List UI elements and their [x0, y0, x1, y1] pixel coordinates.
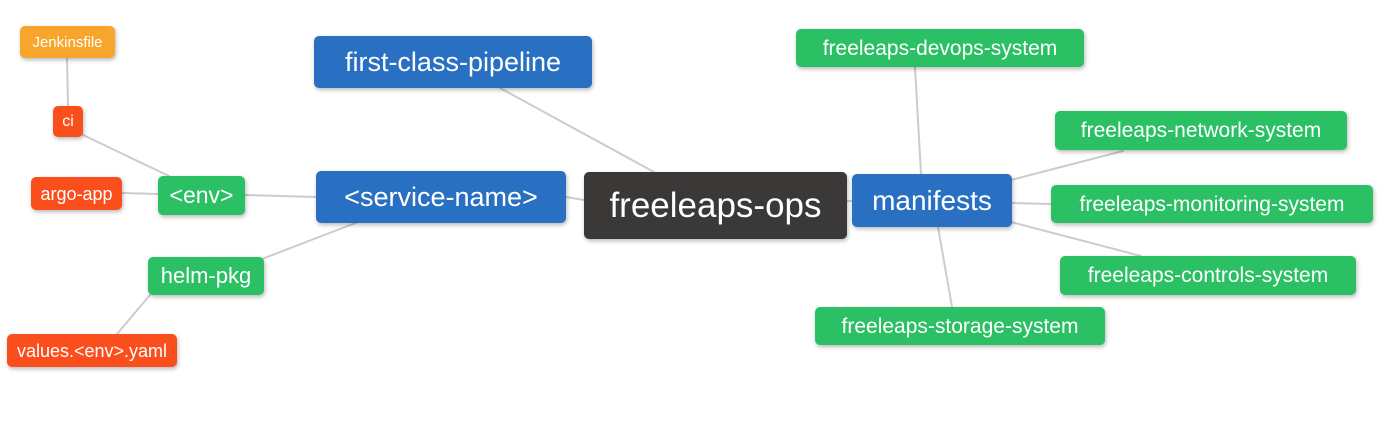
- edge-manifests-freeleaps-monitoring-system: [1011, 202, 1052, 205]
- edge-env-service-name: [244, 194, 317, 198]
- edge-manifests-freeleaps-storage-system: [937, 226, 953, 308]
- edge-first-class-pipeline-freeleaps-ops: [499, 87, 655, 173]
- node-jenkinsfile[interactable]: Jenkinsfile: [20, 26, 115, 58]
- node-freeleaps-ops[interactable]: freeleaps-ops: [584, 172, 847, 239]
- node-freeleaps-storage-system[interactable]: freeleaps-storage-system: [815, 307, 1105, 345]
- node-first-class-pipeline[interactable]: first-class-pipeline: [314, 36, 592, 88]
- node-values-env-yaml[interactable]: values.<env>.yaml: [7, 334, 177, 367]
- node-manifests[interactable]: manifests: [852, 174, 1012, 227]
- node-freeleaps-devops-system[interactable]: freeleaps-devops-system: [796, 29, 1084, 67]
- edge-argo-app-env: [121, 192, 159, 195]
- node-argo-app[interactable]: argo-app: [31, 177, 122, 210]
- edge-helm-pkg-service-name: [261, 221, 359, 260]
- edge-manifests-freeleaps-devops-system: [914, 66, 922, 175]
- edge-ci-env: [80, 133, 170, 177]
- node-env[interactable]: <env>: [158, 176, 245, 215]
- edge-values-env-yaml-helm-pkg: [116, 294, 151, 335]
- node-helm-pkg[interactable]: helm-pkg: [148, 257, 264, 295]
- edge-jenkinsfile-ci: [66, 57, 69, 107]
- edge-service-name-freeleaps-ops: [565, 196, 585, 201]
- node-freeleaps-network-system[interactable]: freeleaps-network-system: [1055, 111, 1347, 150]
- edge-manifests-freeleaps-network-system: [1010, 150, 1124, 181]
- edge-manifests-freeleaps-controls-system: [1010, 221, 1142, 257]
- node-ci[interactable]: ci: [53, 106, 83, 137]
- node-freeleaps-monitoring-system[interactable]: freeleaps-monitoring-system: [1051, 185, 1373, 223]
- node-service-name[interactable]: <service-name>: [316, 171, 566, 223]
- node-freeleaps-controls-system[interactable]: freeleaps-controls-system: [1060, 256, 1356, 295]
